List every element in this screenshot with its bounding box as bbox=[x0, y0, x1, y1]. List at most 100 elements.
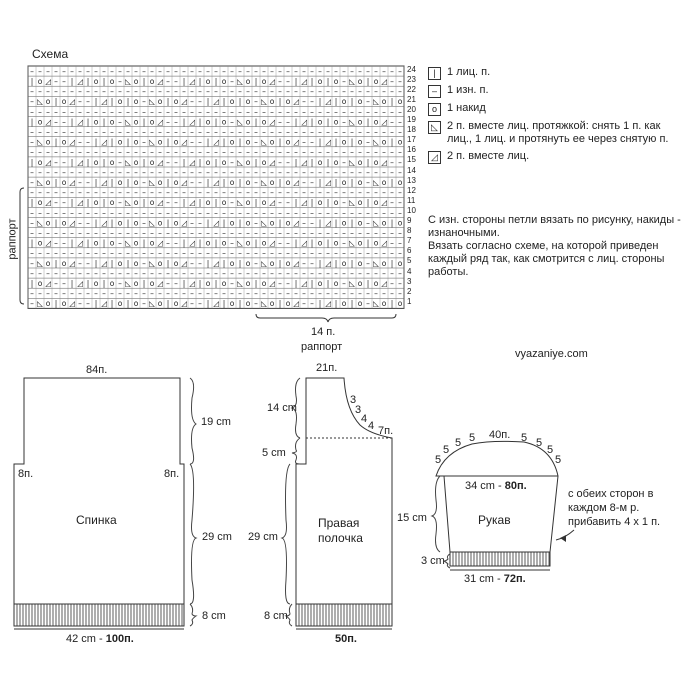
svg-text:–: – bbox=[262, 289, 266, 298]
svg-text:–: – bbox=[102, 229, 106, 238]
svg-text:◿: ◿ bbox=[101, 97, 107, 106]
svg-text:–: – bbox=[302, 148, 306, 157]
svg-text:–: – bbox=[62, 239, 66, 248]
svg-text:–: – bbox=[230, 158, 234, 167]
svg-text:|: | bbox=[367, 77, 370, 86]
svg-text:◿: ◿ bbox=[69, 178, 75, 187]
svg-text:◿: ◿ bbox=[293, 178, 299, 187]
svg-text:–: – bbox=[334, 67, 338, 76]
svg-text:|: | bbox=[215, 158, 218, 167]
svg-text:|: | bbox=[391, 97, 394, 106]
svg-text:–: – bbox=[150, 208, 154, 217]
svg-text:|: | bbox=[55, 259, 58, 268]
svg-text:o: o bbox=[382, 178, 387, 187]
svg-text:◺: ◺ bbox=[37, 138, 43, 147]
svg-text:o: o bbox=[342, 138, 347, 147]
svg-text:–: – bbox=[230, 188, 234, 197]
svg-text:–: – bbox=[366, 107, 370, 116]
stitch-repeat-label: раппорт bbox=[301, 341, 343, 353]
svg-text:◿: ◿ bbox=[157, 117, 163, 126]
svg-text:–: – bbox=[302, 218, 306, 227]
svg-text:◿: ◿ bbox=[301, 239, 307, 248]
svg-text:–: – bbox=[102, 208, 106, 217]
svg-text:–: – bbox=[94, 229, 98, 238]
row-number: 4 bbox=[407, 266, 412, 276]
svg-text:|: | bbox=[319, 178, 322, 187]
svg-text:–: – bbox=[318, 87, 322, 96]
svg-text:o: o bbox=[230, 178, 235, 187]
svg-text:o: o bbox=[206, 239, 211, 248]
svg-text:o: o bbox=[382, 218, 387, 227]
svg-text:o: o bbox=[158, 218, 163, 227]
svg-text:o: o bbox=[150, 158, 155, 167]
svg-text:o: o bbox=[262, 279, 267, 288]
svg-text:–: – bbox=[142, 208, 146, 217]
svg-text:◺: ◺ bbox=[37, 259, 43, 268]
stitch-repeat-count: 14 п. bbox=[311, 326, 336, 338]
svg-text:–: – bbox=[310, 148, 314, 157]
svg-text:–: – bbox=[150, 269, 154, 278]
svg-text:–: – bbox=[30, 178, 34, 187]
svg-text:–: – bbox=[230, 148, 234, 157]
svg-text:–: – bbox=[62, 168, 66, 177]
svg-text:–: – bbox=[206, 229, 210, 238]
svg-text:◿: ◿ bbox=[69, 218, 75, 227]
svg-text:|: | bbox=[207, 178, 210, 187]
svg-text:|: | bbox=[295, 77, 298, 86]
svg-text:|: | bbox=[239, 97, 242, 106]
svg-text:–: – bbox=[190, 138, 194, 147]
svg-text:–: – bbox=[342, 77, 346, 86]
svg-text:–: – bbox=[38, 67, 42, 76]
svg-text:o: o bbox=[398, 259, 403, 268]
svg-text:◿: ◿ bbox=[69, 138, 75, 147]
legend-item: | 1 лиц. п. bbox=[428, 66, 683, 80]
svg-text:◺: ◺ bbox=[149, 259, 155, 268]
stitch-legend: | 1 лиц. п. – 1 изн. п. o 1 накид ◺ 2 п.… bbox=[428, 66, 683, 168]
svg-text:–: – bbox=[30, 259, 34, 268]
svg-text:|: | bbox=[71, 239, 74, 248]
svg-text:o: o bbox=[270, 178, 275, 187]
svg-text:o: o bbox=[398, 299, 403, 308]
svg-text:–: – bbox=[190, 188, 194, 197]
svg-text:–: – bbox=[54, 289, 58, 298]
svg-text:o: o bbox=[374, 117, 379, 126]
svg-text:–: – bbox=[398, 208, 402, 217]
svg-text:◺: ◺ bbox=[125, 77, 131, 86]
back-label: Спинка bbox=[76, 513, 117, 527]
svg-text:–: – bbox=[342, 208, 346, 217]
svg-text:–: – bbox=[390, 239, 394, 248]
svg-text:◿: ◿ bbox=[325, 178, 331, 187]
svg-text:–: – bbox=[374, 168, 378, 177]
svg-text:◿: ◿ bbox=[381, 117, 387, 126]
svg-text:–: – bbox=[254, 289, 258, 298]
svg-text:–: – bbox=[270, 67, 274, 76]
svg-text:◿: ◿ bbox=[381, 279, 387, 288]
row-repeat-bracket bbox=[19, 187, 25, 305]
svg-text:–: – bbox=[110, 87, 114, 96]
svg-text:–: – bbox=[158, 249, 162, 258]
svg-text:|: | bbox=[223, 218, 226, 227]
svg-text:–: – bbox=[142, 168, 146, 177]
svg-text:–: – bbox=[238, 249, 242, 258]
svg-text:–: – bbox=[134, 107, 138, 116]
svg-text:–: – bbox=[62, 269, 66, 278]
svg-text:◿: ◿ bbox=[381, 239, 387, 248]
svg-text:–: – bbox=[374, 229, 378, 238]
svg-text:–: – bbox=[390, 229, 394, 238]
svg-text:|: | bbox=[71, 158, 74, 167]
svg-text:o: o bbox=[174, 299, 179, 308]
svg-text:–: – bbox=[126, 249, 130, 258]
svg-text:|: | bbox=[167, 97, 170, 106]
svg-text:|: | bbox=[55, 178, 58, 187]
purl-stitch-icon: – bbox=[428, 85, 441, 98]
svg-text:◺: ◺ bbox=[373, 97, 379, 106]
svg-text:|: | bbox=[31, 117, 34, 126]
svg-text:–: – bbox=[318, 289, 322, 298]
svg-text:–: – bbox=[310, 259, 314, 268]
svg-text:–: – bbox=[118, 249, 122, 258]
svg-text:–: – bbox=[302, 229, 306, 238]
svg-text:o: o bbox=[174, 259, 179, 268]
svg-text:o: o bbox=[46, 138, 51, 147]
svg-text:o: o bbox=[246, 279, 251, 288]
svg-text:–: – bbox=[54, 117, 58, 126]
